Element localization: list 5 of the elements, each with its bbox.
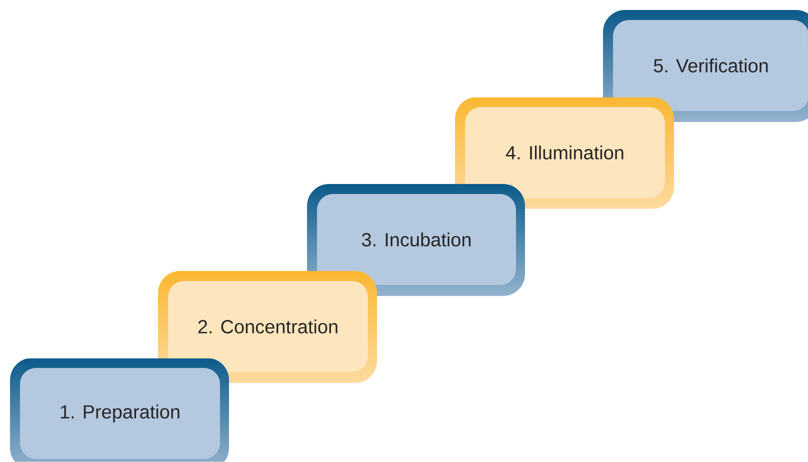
step-box: 1. Preparation — [20, 368, 220, 459]
step-box: 4. Illumination — [465, 106, 665, 198]
step-box: 3. Incubation — [317, 194, 516, 285]
step-box: 2. Concentration — [168, 281, 368, 372]
step-box: 5. Verification — [613, 20, 808, 111]
